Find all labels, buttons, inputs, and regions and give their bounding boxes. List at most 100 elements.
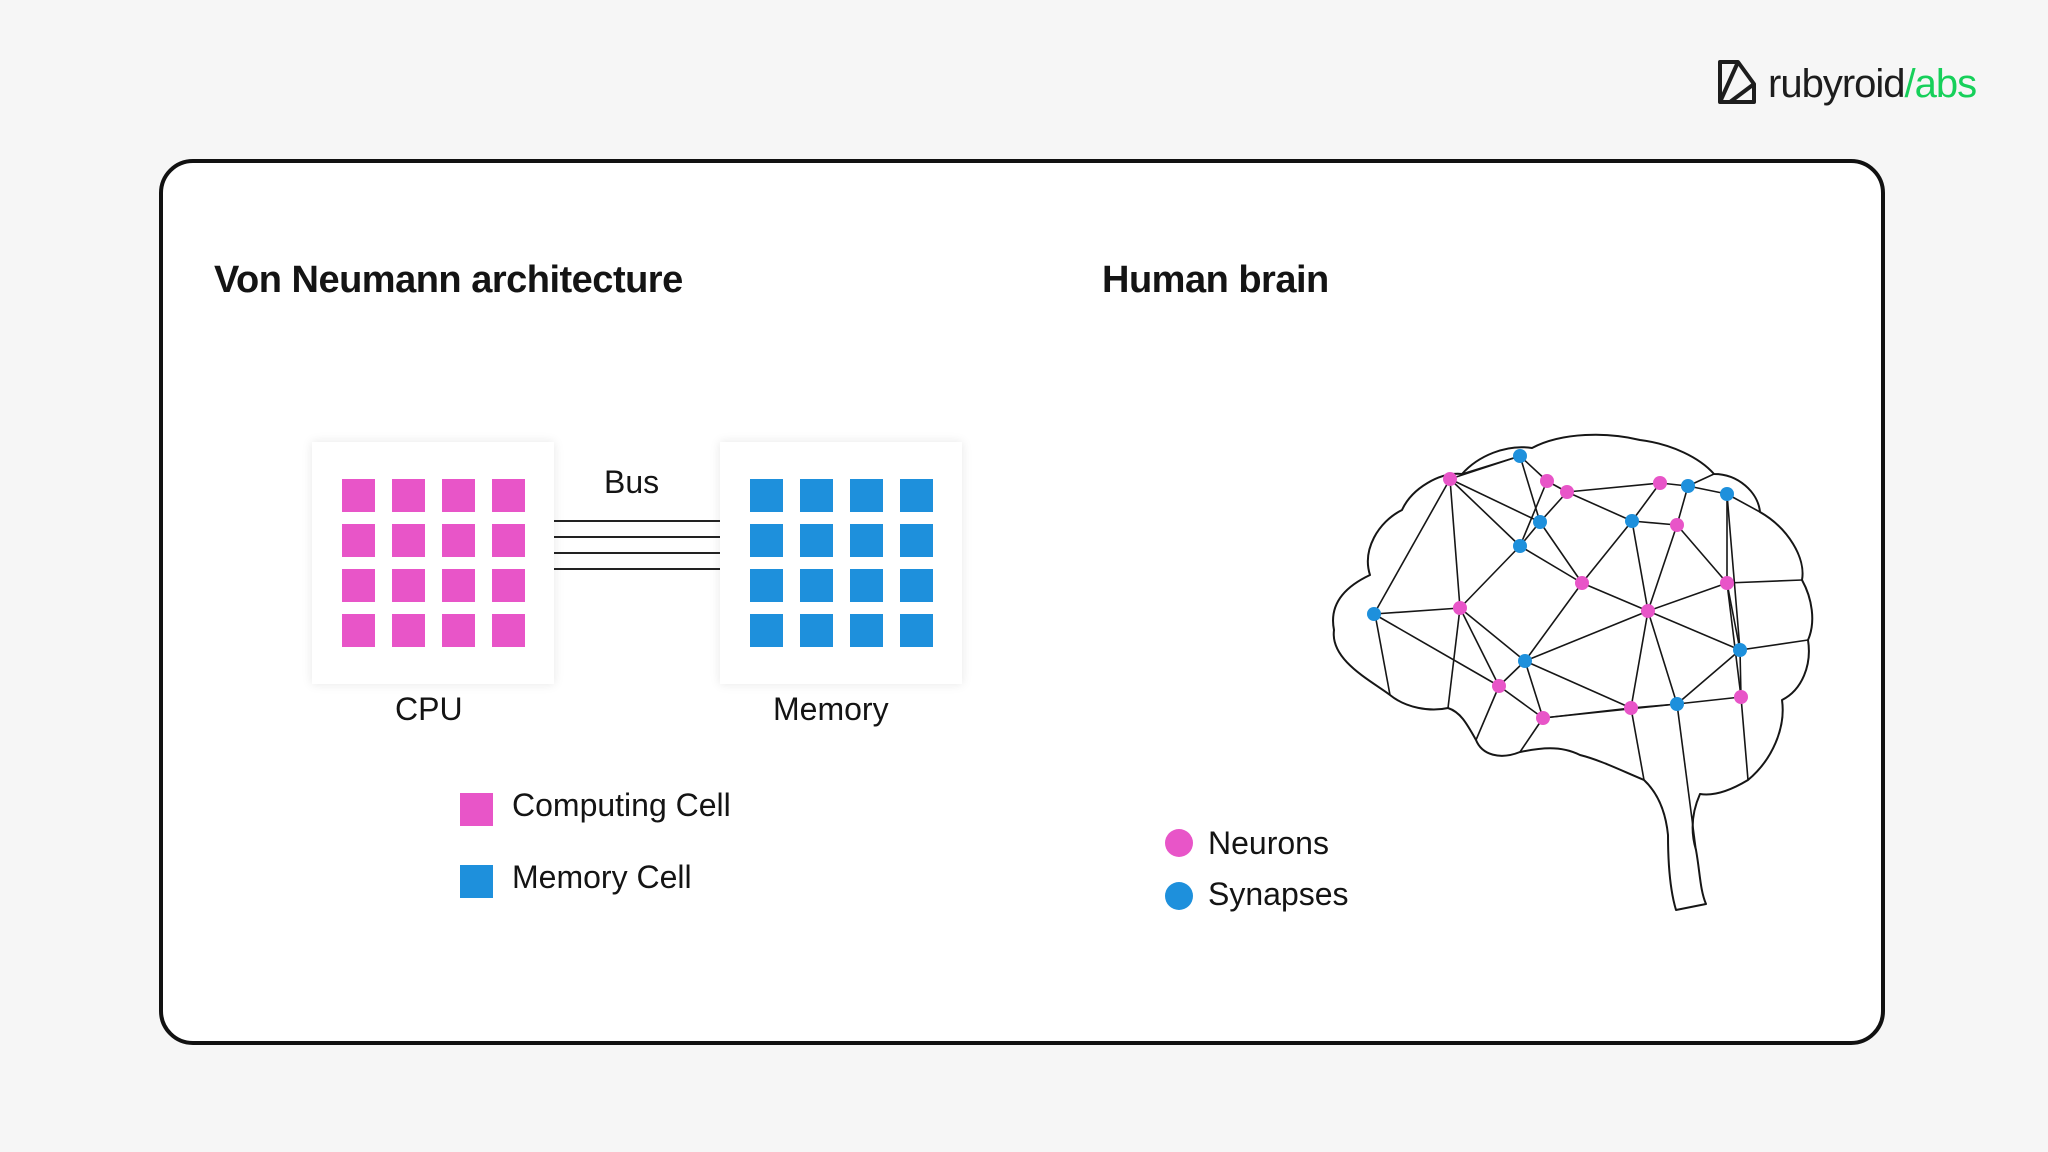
brain-connection [1459,607,1500,687]
diagram-card: Von Neumann architecture CPU Memory Bus … [159,159,1885,1045]
bus-label: Bus [604,464,660,500]
computing-cell [492,479,525,512]
neuron-node [1536,711,1550,725]
memory-cell [800,614,833,647]
neuron-node [1540,474,1554,488]
brain-connection [1449,478,1541,523]
computing-cell [342,524,375,557]
computing-cell [392,479,425,512]
brain-connection [1566,482,1661,493]
brain-connection [1566,491,1633,522]
memory-cell [850,614,883,647]
computing-cell [492,569,525,602]
brain-fold [1676,703,1697,851]
memory-cell [800,524,833,557]
memory-label: Memory [773,691,889,727]
brain-connection [1631,520,1678,526]
cpu-block [312,442,554,684]
von-neumann-title: Von Neumann architecture [214,259,683,301]
bus-line [554,552,720,554]
memory-cell [750,524,783,557]
legend-neurons: Neurons [1208,825,1329,861]
neuron-legend-dot [1165,829,1193,857]
synapse-node [1367,607,1381,621]
cpu-label: CPU [395,691,463,727]
computing-cell [492,614,525,647]
brand-name-part1: rubyroid [1768,62,1906,106]
brain-connection [1498,685,1544,719]
synapse-node [1518,654,1532,668]
brain-connection [1449,478,1461,609]
computing-cell [342,614,375,647]
bus-line [554,536,720,538]
synapse-node [1733,643,1747,657]
brain-connection [1519,545,1583,584]
synapse-node [1513,539,1527,553]
brand-name-part2: /abs [1904,62,1978,106]
neuron-node [1560,485,1574,499]
brand-wordmark: rubyroid/abs [1768,60,1978,108]
synapse-node [1513,449,1527,463]
neuron-node [1670,518,1684,532]
brain-fold [1739,639,1809,651]
neuron-node [1443,472,1457,486]
brain-network-illustration [1332,433,1814,911]
brand-logo: rubyroid/abs [1714,58,1994,110]
brain-connection [1581,582,1649,612]
brain-connection [1726,493,1741,651]
brain-connection [1542,703,1678,719]
memory-cell [850,524,883,557]
brain-fold [1630,707,1645,781]
brain-connection [1630,610,1649,709]
neuron-node [1641,604,1655,618]
computing-cell [442,569,475,602]
legend-synapses: Synapses [1208,876,1349,912]
memory-cell [900,479,933,512]
brain-connection [1539,521,1583,584]
synapse-node [1681,479,1695,493]
memory-cell-swatch [460,865,493,898]
computing-cell [492,524,525,557]
memory-block [720,442,962,684]
computing-cell [342,569,375,602]
brain-fold [1461,455,1521,475]
synapse-node [1625,514,1639,528]
brain-connection [1524,660,1544,719]
bus-line [554,520,720,522]
brain-connection [1676,696,1742,705]
brain-connection [1631,482,1661,522]
memory-cell [900,569,933,602]
memory-cell [750,479,783,512]
brain-connection [1524,660,1632,709]
legend-computing-cell: Computing Cell [512,787,731,823]
brain-connection [1647,610,1741,651]
computing-cell [442,479,475,512]
brain-connection [1581,520,1633,584]
memory-cell [850,479,883,512]
brain-connection [1647,582,1728,612]
neuron-node [1575,576,1589,590]
brain-connection [1524,582,1583,662]
brain-connection [1524,610,1649,662]
computing-cell [442,524,475,557]
legend-memory-cell: Memory Cell [512,859,692,895]
computing-cell-swatch [460,793,493,826]
neuron-node [1624,701,1638,715]
brain-connection [1647,524,1678,612]
computing-cell [342,479,375,512]
memory-cell [900,614,933,647]
brain-fold [1726,579,1803,584]
neuron-node [1653,476,1667,490]
synapse-legend-dot [1165,882,1193,910]
neuron-node [1734,690,1748,704]
brain-fold [1740,696,1749,781]
neuron-node [1720,576,1734,590]
brain-connection [1676,524,1728,584]
brain-fold [1447,607,1461,709]
brain-connection [1459,545,1521,609]
brain-connection [1647,610,1678,705]
brain-connection [1726,582,1742,698]
human-brain-title: Human brain [1102,259,1329,301]
brain-connection [1631,520,1649,612]
brain-connection [1519,455,1541,523]
